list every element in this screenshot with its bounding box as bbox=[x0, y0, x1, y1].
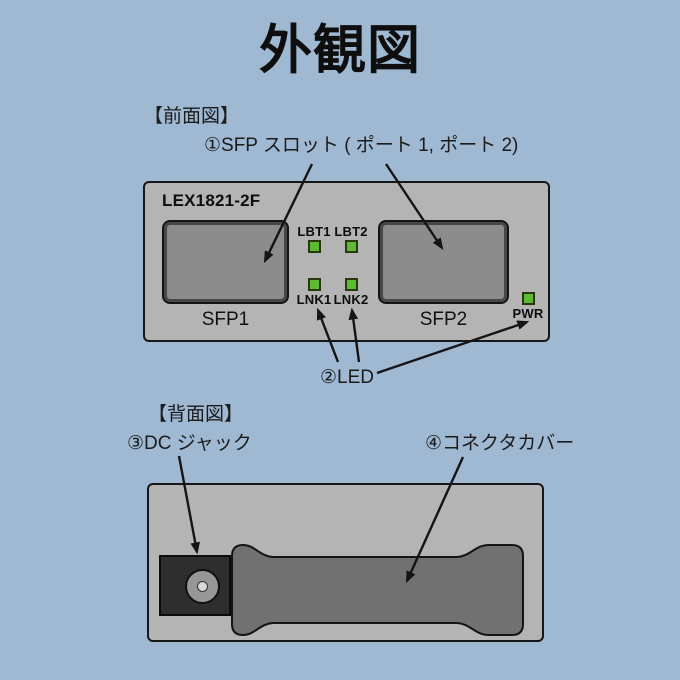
led-pwr: PWR bbox=[509, 292, 547, 320]
sfp2-slot bbox=[378, 220, 509, 304]
callout-led: ②LED bbox=[320, 367, 374, 388]
led-lbt2-label: LBT2 bbox=[334, 224, 368, 239]
led-lnk2-label: LNK2 bbox=[333, 292, 369, 307]
led-lnk1-indicator bbox=[307, 278, 321, 291]
callout-sfp-slots: ①SFP スロット ( ポート 1, ポート 2) bbox=[204, 135, 519, 156]
led-lnk2-indicator bbox=[344, 278, 358, 291]
led-lbt1: LBT1 bbox=[295, 225, 333, 253]
front-section-heading: 【前面図】 bbox=[144, 106, 240, 127]
led-lbt2: LBT2 bbox=[332, 225, 370, 253]
led-pwr-label: PWR bbox=[512, 306, 544, 321]
model-number-label: LEX1821-2F bbox=[162, 191, 261, 210]
sfp2-label: SFP2 bbox=[419, 309, 468, 330]
led-lbt1-label: LBT1 bbox=[297, 224, 331, 239]
led-lnk1: LNK1 bbox=[295, 278, 333, 306]
page-title: 外観図 bbox=[259, 21, 421, 80]
led-lbt2-indicator bbox=[344, 240, 358, 253]
led-lnk2: LNK2 bbox=[332, 278, 370, 306]
dc-jack-socket bbox=[185, 569, 220, 604]
led-lbt1-indicator bbox=[307, 240, 321, 253]
rear-panel-device bbox=[147, 483, 544, 642]
callout-connector-cover: ④コネクタカバー bbox=[425, 433, 575, 454]
sfp1-slot bbox=[162, 220, 289, 304]
callout-dc-jack: ③DC ジャック bbox=[127, 433, 252, 454]
rear-section-heading: 【背面図】 bbox=[148, 404, 244, 425]
dc-jack-pin bbox=[197, 581, 208, 592]
front-panel-device: LEX1821-2F SFP1 SFP2 LBT1 LBT2 LNK1 LNK2… bbox=[143, 181, 550, 342]
sfp1-label: SFP1 bbox=[201, 309, 250, 330]
led-pwr-indicator bbox=[521, 292, 535, 305]
led-lnk1-label: LNK1 bbox=[296, 292, 332, 307]
